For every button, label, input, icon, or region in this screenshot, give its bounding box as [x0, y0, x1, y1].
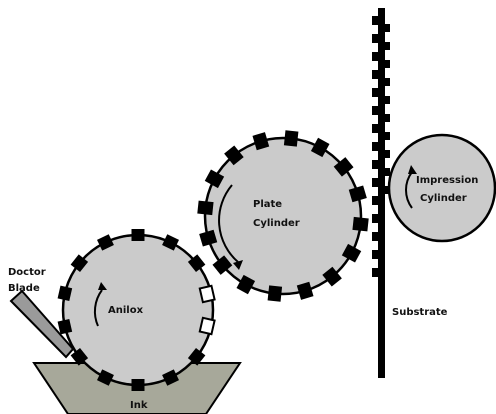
- ink-label: Ink: [130, 400, 148, 411]
- impression-cylinder-label-line2: Cylinder: [420, 193, 467, 204]
- plate-block-9: [236, 274, 256, 295]
- anilox-notch-1: [198, 316, 216, 336]
- anilox-cell-13: [96, 234, 114, 251]
- substrate-mark-right: [384, 168, 390, 176]
- substrate-mark: [372, 268, 379, 277]
- anilox-cell-1: [162, 234, 180, 251]
- substrate-mark: [372, 34, 379, 43]
- anilox-rotation-arrow: [93, 282, 107, 327]
- impression-cylinder-label-line1: Impression: [416, 175, 478, 186]
- substrate-mark: [372, 52, 379, 61]
- substrate-mark-right: [384, 186, 390, 194]
- anilox-cell-2: [187, 254, 206, 273]
- plate-block-13: [204, 169, 225, 189]
- plate-block-10: [212, 255, 233, 275]
- plate-block-6: [322, 266, 342, 287]
- substrate-label: Substrate: [392, 307, 448, 318]
- plate-raised-image: [197, 130, 369, 302]
- substrate-mark-right: [384, 96, 390, 104]
- substrate-mark-right: [384, 132, 390, 140]
- substrate-mark: [372, 106, 379, 115]
- substrate-mark: [372, 70, 379, 79]
- impression-cylinder: [387, 133, 496, 243]
- substrate-mark: [372, 88, 379, 97]
- plate-block-12: [197, 200, 214, 216]
- anilox-cell-0: [131, 229, 145, 241]
- plate-block-14: [224, 145, 244, 166]
- doctor-blade-label-line1: Doctor: [8, 267, 46, 278]
- plate-block-5: [341, 243, 362, 263]
- anilox-cell-7: [131, 379, 145, 391]
- substrate-web: [372, 8, 390, 378]
- substrate-mark-right: [384, 60, 390, 68]
- substrate-mark: [372, 214, 379, 223]
- impression-rotation-arrow: [405, 165, 417, 209]
- substrate-mark: [372, 160, 379, 169]
- anilox-cell-8: [96, 369, 114, 386]
- substrate-mark-right: [384, 42, 390, 50]
- substrate-mark: [372, 16, 379, 25]
- substrate-mark: [372, 196, 379, 205]
- substrate-mark: [372, 142, 379, 151]
- plate-block-7: [296, 281, 314, 300]
- substrate-mark: [372, 250, 379, 259]
- substrate-printed-marks: [372, 16, 390, 277]
- substrate-mark-right: [384, 78, 390, 86]
- plate-cylinder-label-line1: Plate: [253, 199, 282, 210]
- plate-body: [203, 136, 363, 296]
- substrate-mark-right: [384, 24, 390, 32]
- plate-block-8: [267, 285, 283, 302]
- plate-block-15: [252, 132, 270, 151]
- plate-block-1: [310, 137, 330, 158]
- substrate-mark-right: [384, 114, 390, 122]
- substrate-mark: [372, 178, 379, 187]
- anilox-cell-12: [70, 254, 89, 273]
- substrate-strip: [378, 8, 385, 378]
- substrate-mark-right: [384, 150, 390, 158]
- anilox-cylinder: [57, 229, 216, 391]
- anilox-cell-9: [70, 347, 89, 366]
- anilox-cell-6: [162, 369, 180, 386]
- anilox-cell-5: [187, 347, 206, 366]
- anilox-label: Anilox: [108, 305, 144, 316]
- plate-cylinder-label-line2: Cylinder: [253, 218, 300, 229]
- plate-rotation-arrow: [218, 184, 243, 270]
- plate-block-0: [283, 130, 299, 147]
- anilox-cell-11: [57, 285, 73, 301]
- anilox-cell-10: [57, 319, 73, 335]
- anilox-cells: [57, 229, 216, 391]
- substrate-mark: [372, 232, 379, 241]
- plate-cylinder: [197, 130, 369, 302]
- substrate-mark: [372, 124, 379, 133]
- plate-block-3: [348, 185, 367, 203]
- plate-block-4: [352, 216, 369, 232]
- doctor-blade: [9, 289, 75, 359]
- plate-block-2: [333, 157, 354, 177]
- anilox-notch-0: [198, 284, 216, 304]
- plate-block-11: [199, 229, 218, 247]
- doctor-blade-label-line2: Blade: [8, 283, 40, 294]
